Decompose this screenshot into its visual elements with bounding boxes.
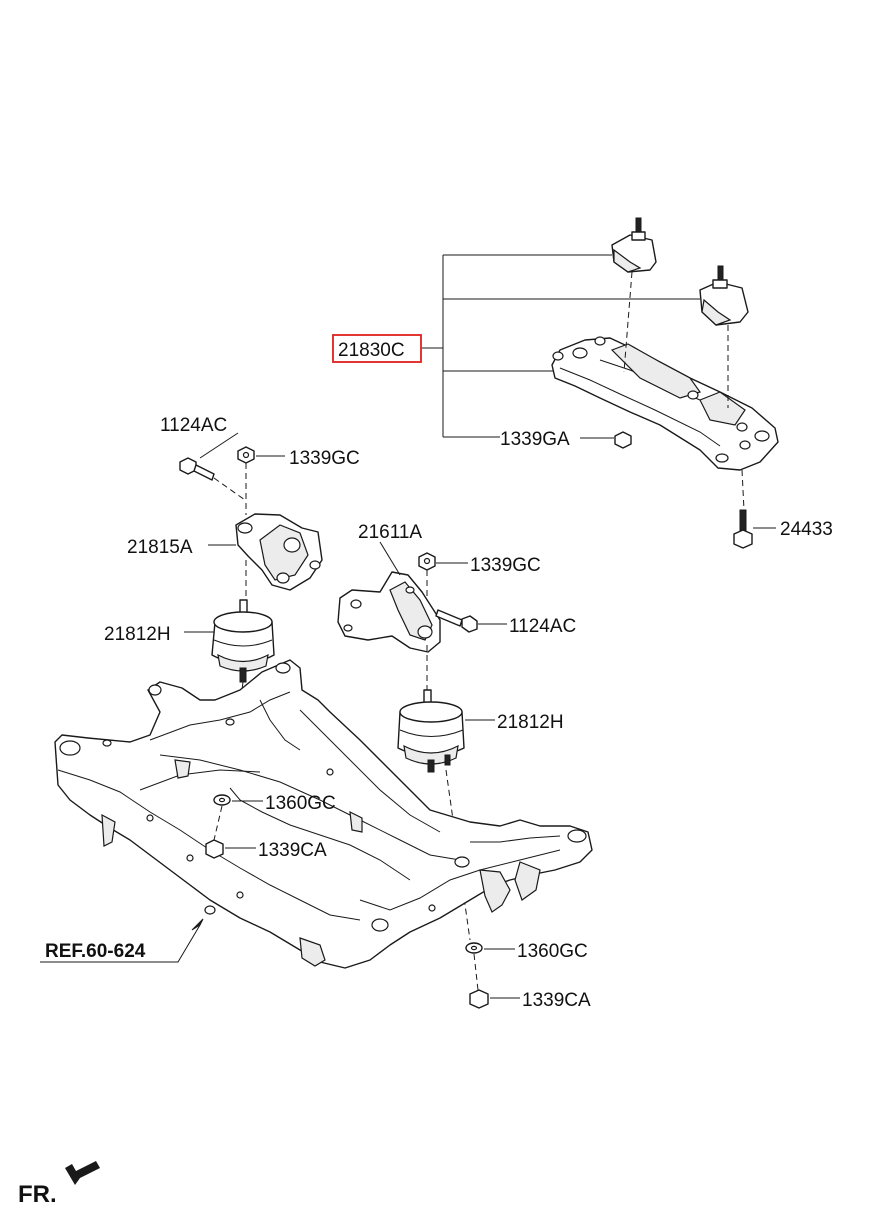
front-arrow-icon <box>65 1161 100 1185</box>
label-nut-gc-left: 1339GC <box>289 448 360 469</box>
sub-frame <box>54 659 593 969</box>
bolt-24433 <box>733 509 753 549</box>
label-nut-ca-right: 1339CA <box>522 990 591 1011</box>
mount-support-bracket <box>551 337 779 471</box>
nut-1339ca-left <box>205 839 224 859</box>
bolt-1124ac-left <box>179 457 215 481</box>
nut-1339ga <box>614 431 632 449</box>
label-nut-ca-left: 1339CA <box>258 840 327 861</box>
nut-1339gc-left <box>237 446 255 464</box>
label-main-assembly: 21830C <box>338 340 405 361</box>
label-bracket-left: 21815A <box>127 537 193 558</box>
mount-insulator-lower <box>699 265 749 326</box>
assembly-bracket-lines <box>422 254 776 529</box>
mount-insulator-upper <box>611 217 657 273</box>
label-insulator-right: 21812H <box>497 712 564 733</box>
label-bracket-right: 21611A <box>358 522 422 543</box>
label-washer-left: 1360GC <box>265 793 336 814</box>
right-engine-mount <box>337 552 478 941</box>
part-number-highlight-box <box>332 334 422 363</box>
transmission-mount-assembly <box>551 217 779 549</box>
label-bolt-right: 1124AC <box>509 616 576 637</box>
label-washer-right: 1360GC <box>517 941 588 962</box>
left-engine-mount <box>179 446 323 781</box>
label-bolt-24433: 24433 <box>780 519 833 540</box>
label-nut-gc-right: 1339GC <box>470 555 541 576</box>
nut-1339ca-right <box>469 989 489 1009</box>
washer-1360gc-left <box>213 794 231 806</box>
reference-leader <box>40 924 201 963</box>
washer-1360gc-right <box>465 942 483 954</box>
label-front-marker: FR. <box>18 1181 57 1208</box>
label-insulator-left: 21812H <box>104 624 171 645</box>
label-bolt-left: 1124AC <box>160 415 227 436</box>
insulator-left <box>211 599 275 683</box>
label-nut-ga: 1339GA <box>500 429 570 450</box>
insulator-right <box>397 689 465 773</box>
label-reference: REF.60-624 <box>45 941 146 962</box>
nut-1339gc-right <box>418 552 436 571</box>
bolt-1124ac-right <box>435 609 478 633</box>
